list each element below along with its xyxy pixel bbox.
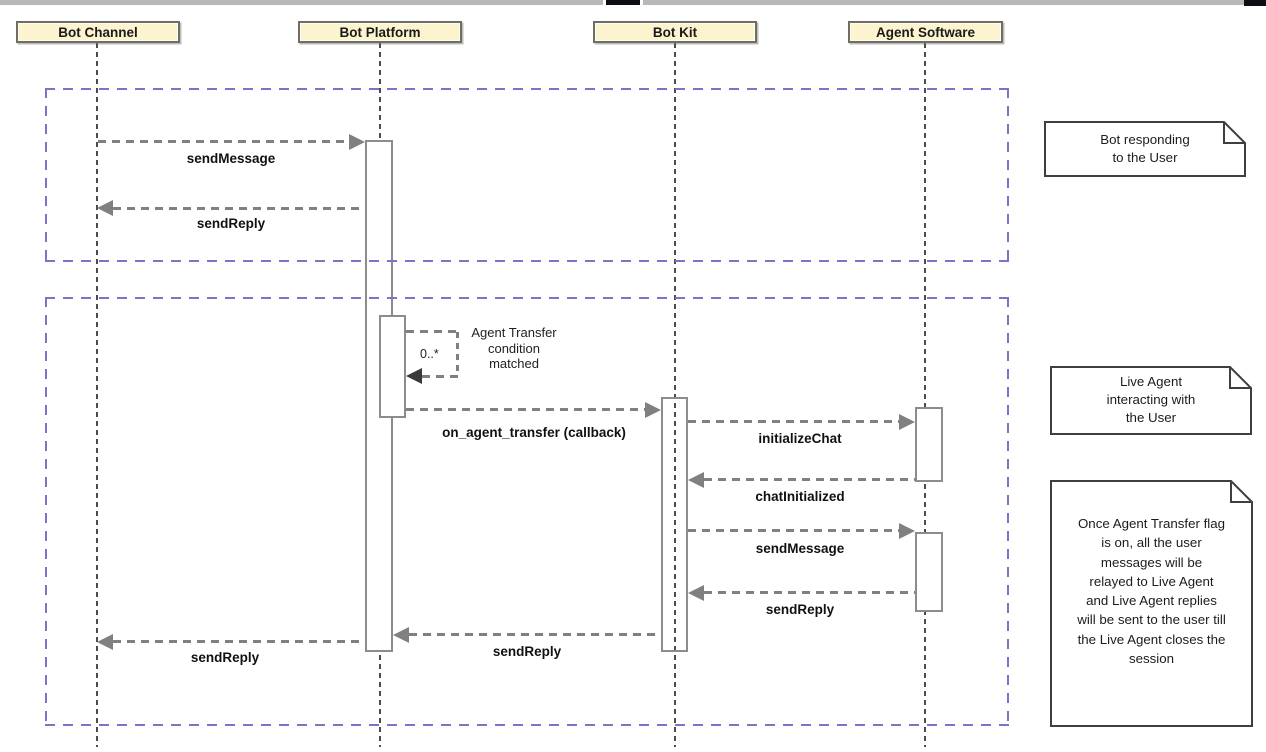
note-shape-icon <box>1044 121 1246 177</box>
message-line <box>704 478 915 481</box>
multiplicity-label: 0..* <box>420 347 439 361</box>
frame-edge <box>45 260 1009 262</box>
note-line: messages will be <box>1100 554 1203 570</box>
message-line <box>406 408 645 411</box>
message-label: sendReply <box>196 216 266 231</box>
arrowhead-left-icon <box>688 472 704 488</box>
note-agent-transfer-info: Once Agent Transfer flag is on, all the … <box>1050 480 1253 727</box>
message-label: on_agent_transfer (callback) <box>442 425 626 440</box>
message-line <box>113 640 365 643</box>
note-line: session <box>1128 651 1175 667</box>
lifeline-agent-software <box>924 43 926 747</box>
message-label: sendMessage <box>755 541 845 556</box>
frame-edge <box>45 724 1009 726</box>
actor-bot-kit: Bot Kit <box>593 21 757 43</box>
frame-edge <box>45 297 47 726</box>
frame-edge <box>45 88 1009 90</box>
actor-label: Bot Platform <box>339 24 421 40</box>
frame-bot-response <box>45 88 1009 262</box>
actor-bot-channel: Bot Channel <box>16 21 180 43</box>
note-text: Live Agent interacting with the User <box>1050 373 1252 427</box>
actor-label: Bot Kit <box>652 24 698 40</box>
self-message-line-vertical <box>456 332 459 376</box>
frame-live-agent <box>45 297 1009 726</box>
note-line: the User <box>1125 410 1177 425</box>
note-line: and Live Agent replies <box>1086 593 1217 609</box>
arrowhead-right-icon <box>349 134 365 150</box>
note-line: interacting with <box>1106 392 1196 407</box>
frame-edge <box>1007 297 1009 726</box>
note-shape-icon <box>1050 366 1252 435</box>
message-label: sendReply <box>492 644 562 659</box>
note-line: to the User <box>1112 149 1178 165</box>
message-label: sendReply <box>190 650 260 665</box>
message-label: sendMessage <box>186 151 276 166</box>
message-label: chatInitialized <box>755 489 845 504</box>
note-line: Once Agent Transfer flag <box>1077 516 1226 531</box>
message-label: sendReply <box>765 602 835 617</box>
activation-agent-software-1 <box>915 407 943 482</box>
actor-agent-software: Agent Software <box>848 21 1003 43</box>
note-line: relayed to Live Agent <box>1089 573 1214 589</box>
actor-label: Agent Software <box>875 24 975 40</box>
actor-label: Bot Channel <box>58 24 138 40</box>
arrowhead-left-icon <box>688 585 704 601</box>
note-shape-icon <box>1050 480 1253 727</box>
note-line: will be sent to the user till <box>1077 612 1226 628</box>
message-line <box>704 591 915 594</box>
actor-bot-platform: Bot Platform <box>298 21 462 43</box>
self-message-line-top <box>406 330 458 333</box>
frame-edge <box>45 88 47 262</box>
note-line: is on, all the user <box>1101 535 1202 551</box>
arrowhead-right-icon <box>645 402 661 418</box>
activation-bot-platform-2 <box>379 315 406 418</box>
lifeline-bot-channel <box>96 43 98 747</box>
activation-agent-software-2 <box>915 532 943 612</box>
message-line <box>688 529 899 532</box>
arrowhead-right-icon <box>899 523 915 539</box>
note-text: Bot responding to the User <box>1044 131 1246 166</box>
frame-edge <box>1007 88 1009 262</box>
arrowhead-left-icon <box>97 634 113 650</box>
message-label: initializeChat <box>758 431 842 446</box>
arrowhead-left-icon <box>97 200 113 216</box>
arrowhead-left-icon <box>406 368 422 384</box>
note-line: the Live Agent closes the <box>1077 631 1226 647</box>
top-bar-dark-segment-2 <box>1244 0 1266 6</box>
arrowhead-left-icon <box>393 627 409 643</box>
message-line <box>98 140 350 143</box>
top-bar-dark-segment-1 <box>603 0 643 5</box>
message-line <box>688 420 899 423</box>
note-text: Once Agent Transfer flag is on, all the … <box>1050 514 1253 668</box>
note-bot-responding: Bot responding to the User <box>1044 121 1246 177</box>
note-live-agent: Live Agent interacting with the User <box>1050 366 1252 435</box>
note-line: Bot responding <box>1100 132 1190 147</box>
arrowhead-right-icon <box>899 414 915 430</box>
activation-bot-kit <box>661 397 688 652</box>
self-message-line-bottom <box>422 375 458 378</box>
frame-edge <box>45 297 1009 299</box>
note-line: Live Agent <box>1119 374 1183 389</box>
message-line <box>113 207 365 210</box>
self-message-line1: Agent Transfer <box>471 325 557 340</box>
lifeline-bot-kit <box>674 43 676 747</box>
self-message-line3: matched <box>489 356 539 371</box>
message-line <box>409 633 661 636</box>
self-message-line2: condition <box>487 340 541 356</box>
self-message-text: Agent Transfer condition matched <box>458 325 570 372</box>
